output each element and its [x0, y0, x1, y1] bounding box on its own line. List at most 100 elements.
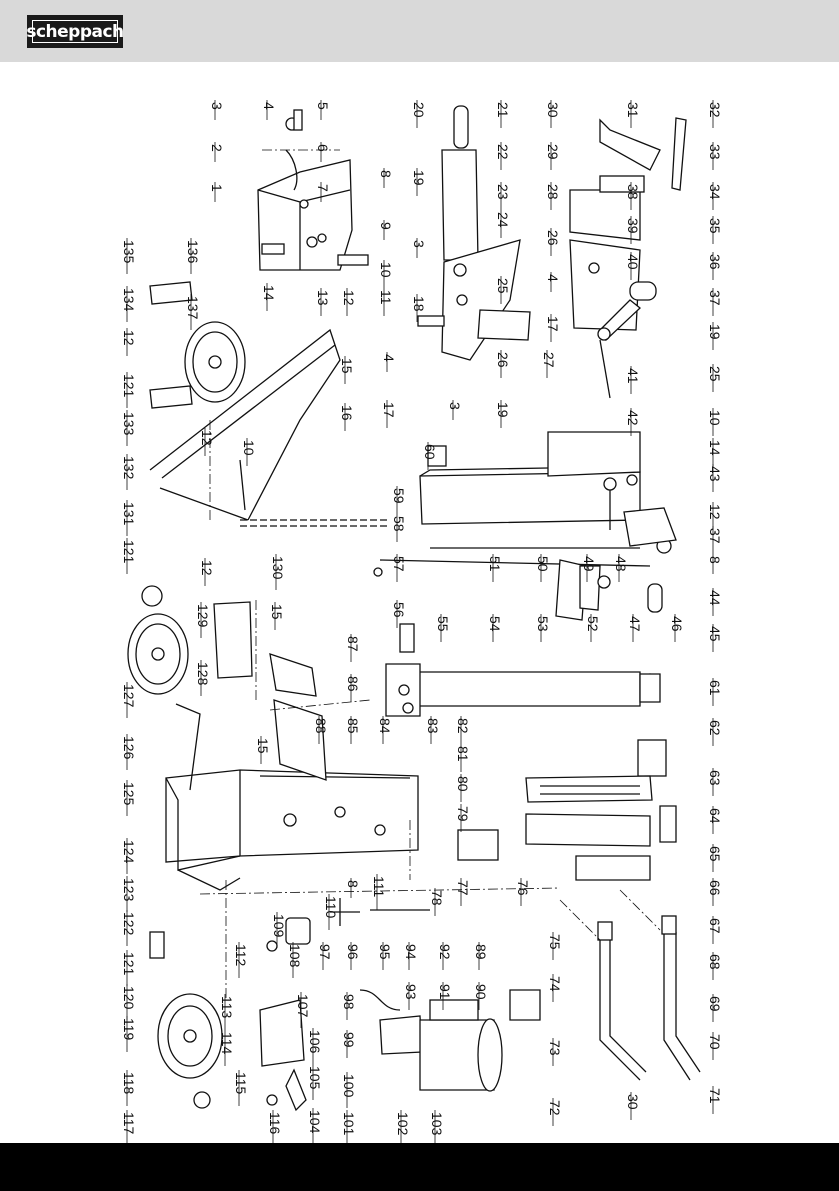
- part-label-74: 74: [547, 976, 563, 992]
- part-label-72: 72: [547, 1100, 563, 1116]
- part-label-118: 118: [121, 1072, 137, 1095]
- part-label-39: 39: [625, 218, 641, 234]
- pusher-assembly: [417, 105, 531, 361]
- part-label-8: 8: [378, 170, 394, 178]
- part-label-93: 93: [403, 984, 419, 1000]
- part-label-28: 28: [545, 184, 561, 200]
- part-label-120: 120: [121, 986, 137, 1010]
- wheel-127: [127, 585, 189, 695]
- part-label-58: 58: [391, 516, 407, 532]
- brand-logo: scheppach: [26, 15, 124, 48]
- part-label-8: 8: [345, 880, 361, 888]
- part-label-117: 117: [121, 1112, 137, 1135]
- part-label-102: 102: [395, 1112, 411, 1136]
- part-label-121: 121: [121, 374, 137, 398]
- part-label-127: 127: [121, 684, 137, 708]
- part-label-68: 68: [707, 954, 723, 970]
- guide-tubes: [597, 915, 701, 1081]
- part-label-92: 92: [437, 944, 453, 960]
- part-label-112: 112: [233, 944, 249, 967]
- part-label-53: 53: [535, 616, 551, 632]
- part-label-73: 73: [547, 1040, 563, 1056]
- part-label-32: 32: [707, 102, 723, 118]
- switch-box-assembly: [257, 109, 369, 271]
- part-label-14: 14: [707, 440, 723, 456]
- part-label-3: 3: [411, 240, 427, 248]
- part-label-63: 63: [707, 770, 723, 786]
- lever-assembly: [569, 117, 687, 399]
- part-label-12: 12: [707, 504, 723, 520]
- part-label-11: 11: [378, 290, 394, 305]
- part-label-12: 12: [341, 290, 357, 306]
- part-label-2: 2: [209, 144, 225, 152]
- part-label-4: 4: [381, 354, 397, 362]
- part-label-100: 100: [341, 1074, 357, 1098]
- part-label-86: 86: [345, 676, 361, 692]
- part-label-67: 67: [707, 918, 723, 934]
- part-label-30: 30: [625, 1094, 641, 1110]
- part-label-79: 79: [455, 806, 471, 822]
- part-label-121: 121: [121, 952, 137, 976]
- part-label-10: 10: [707, 410, 723, 426]
- part-label-55: 55: [435, 616, 451, 632]
- part-label-46: 46: [669, 616, 685, 632]
- part-label-107: 107: [295, 994, 311, 1018]
- part-label-35: 35: [707, 218, 723, 234]
- part-label-76: 76: [515, 880, 531, 896]
- part-label-47: 47: [627, 616, 643, 632]
- part-label-60: 60: [422, 444, 438, 460]
- part-label-61: 61: [707, 680, 723, 696]
- part-label-26: 26: [545, 230, 561, 246]
- part-label-54: 54: [487, 616, 503, 632]
- part-label-126: 126: [121, 736, 137, 760]
- main-frame: [165, 769, 499, 891]
- small-wheel-137: [149, 281, 246, 409]
- part-label-26: 26: [495, 352, 511, 368]
- part-label-16: 16: [339, 405, 355, 421]
- part-label-8: 8: [707, 556, 723, 564]
- part-label-50: 50: [535, 556, 551, 572]
- part-label-17: 17: [545, 316, 561, 332]
- part-label-56: 56: [391, 602, 407, 618]
- part-label-84: 84: [377, 718, 393, 734]
- part-label-9: 9: [378, 222, 394, 230]
- part-label-108: 108: [287, 944, 303, 968]
- wheel-118: [149, 931, 223, 1109]
- part-label-31: 31: [625, 102, 641, 118]
- guide-plates: [525, 739, 677, 881]
- part-label-38: 38: [625, 184, 641, 200]
- part-label-18: 18: [411, 296, 427, 312]
- part-label-25: 25: [707, 366, 723, 382]
- part-label-57: 57: [391, 556, 407, 572]
- part-label-29: 29: [545, 144, 561, 160]
- part-label-133: 133: [121, 412, 137, 436]
- part-label-135: 135: [121, 240, 137, 264]
- part-label-87: 87: [345, 636, 361, 652]
- part-label-3: 3: [447, 402, 463, 410]
- part-label-30: 30: [545, 102, 561, 118]
- part-label-17: 17: [381, 402, 397, 418]
- part-label-65: 65: [707, 846, 723, 862]
- part-label-19: 19: [411, 170, 427, 186]
- part-label-91: 91: [437, 984, 453, 1000]
- part-label-13: 13: [315, 290, 331, 306]
- part-label-45: 45: [707, 626, 723, 642]
- part-label-23: 23: [495, 184, 511, 200]
- part-label-62: 62: [707, 720, 723, 736]
- brand-logo-text: scheppach: [26, 21, 124, 42]
- part-label-59: 59: [391, 488, 407, 504]
- part-label-37: 37: [707, 528, 723, 544]
- part-label-123: 123: [121, 878, 137, 902]
- chain-part: [240, 519, 388, 527]
- part-label-111: 111: [371, 876, 387, 897]
- part-label-134: 134: [121, 288, 137, 312]
- part-label-82: 82: [455, 718, 471, 734]
- part-label-131: 131: [121, 502, 137, 526]
- part-label-124: 124: [121, 840, 137, 864]
- part-label-69: 69: [707, 996, 723, 1012]
- page-header: scheppach: [0, 0, 839, 62]
- part-label-15: 15: [269, 604, 285, 620]
- part-label-110: 110: [323, 896, 339, 919]
- part-label-71: 71: [707, 1088, 723, 1104]
- part-label-95: 95: [377, 944, 393, 960]
